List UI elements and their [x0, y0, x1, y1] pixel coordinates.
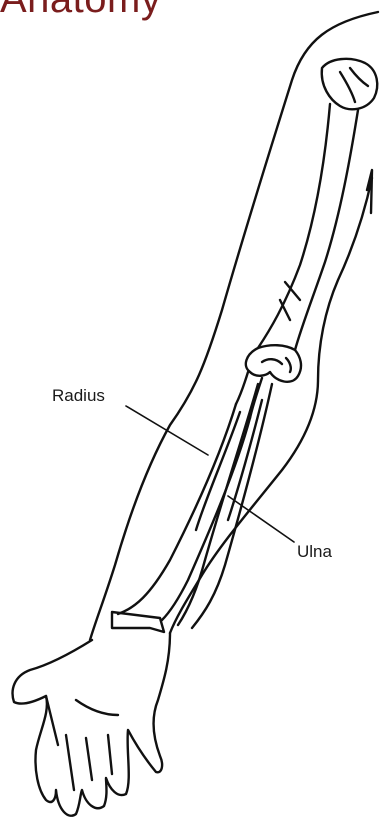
radius-leader-line — [126, 406, 208, 455]
radius-label: Radius — [52, 386, 105, 406]
arm-outline-left — [90, 12, 378, 640]
humerus-detail — [280, 282, 300, 320]
finger-lines — [46, 696, 118, 790]
elbow-condyles — [246, 345, 301, 382]
elbow-condyle-detail — [262, 358, 291, 372]
arm-outline-right — [170, 178, 372, 633]
ulna-label: Ulna — [297, 542, 332, 562]
hand-outline — [13, 633, 170, 816]
humerus-head-detail — [340, 68, 368, 102]
humerus-head — [322, 59, 377, 109]
wrist-joint — [112, 612, 164, 632]
